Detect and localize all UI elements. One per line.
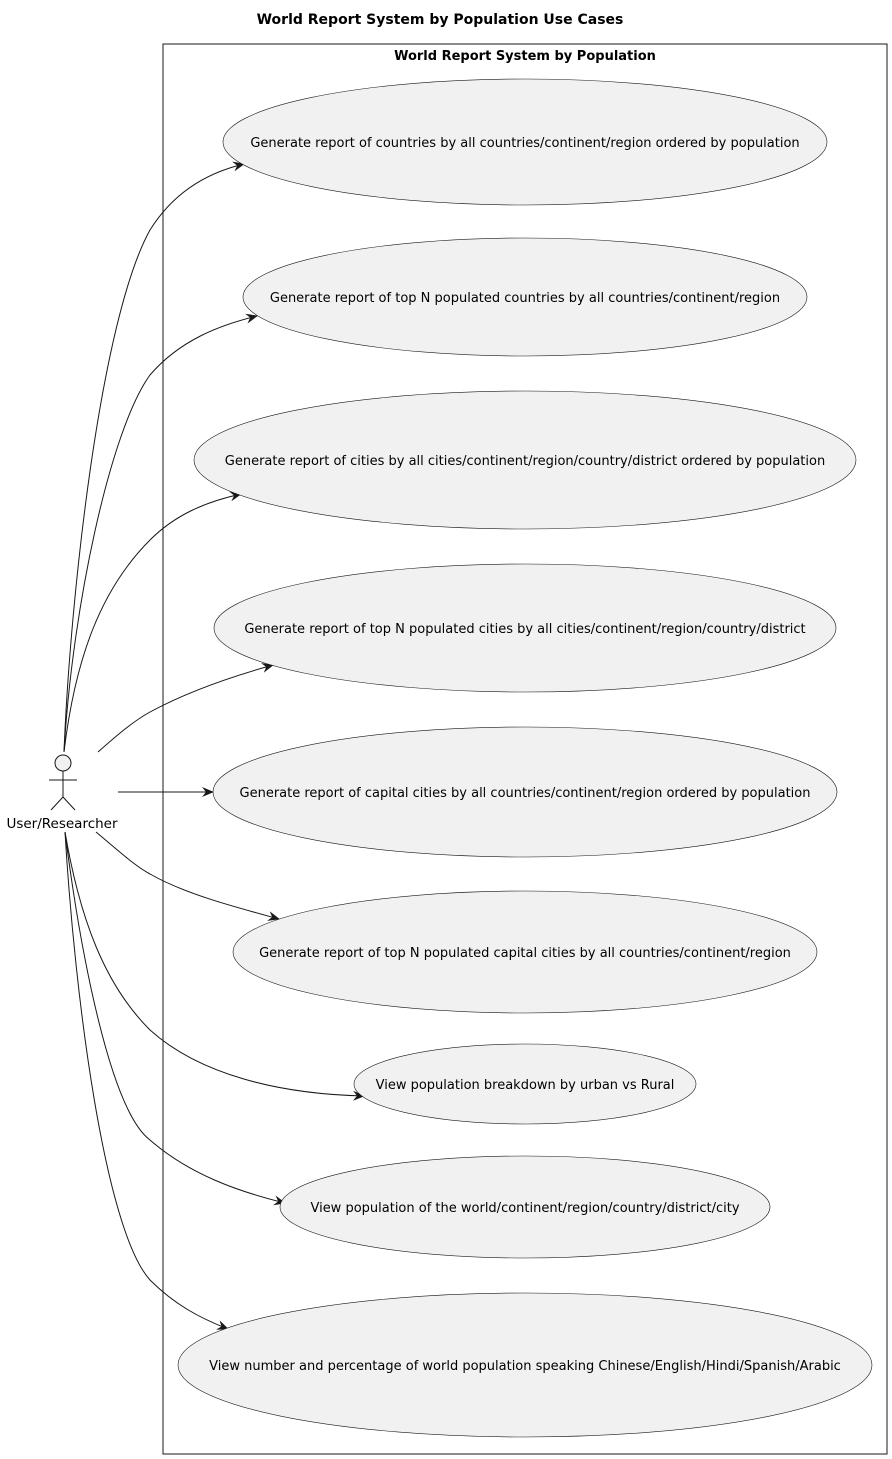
use-case-ellipse: [212, 726, 838, 858]
use-case-ellipse: [232, 890, 818, 1014]
use-case-ellipse: [213, 563, 837, 693]
association-links: [63, 161, 365, 1330]
use-case-ellipse: [177, 1292, 873, 1438]
use-case: Generate report of countries by all coun…: [222, 78, 828, 206]
association-arrow: [64, 831, 229, 1330]
diagram-title: World Report System by Population Use Ca…: [257, 12, 624, 28]
use-case: Generate report of top N populated count…: [242, 237, 808, 357]
association-arrow: [64, 831, 365, 1101]
association-arrow: [97, 663, 274, 753]
use-case: Generate report of top N populated citie…: [213, 563, 837, 693]
use-case: Generate report of cities by all cities/…: [193, 390, 857, 530]
use-case-label: Generate report of capital cities by all…: [240, 786, 811, 801]
use-case-label: Generate report of countries by all coun…: [250, 136, 799, 151]
system-boundary: [162, 43, 888, 1455]
use-case-list: Generate report of countries by all coun…: [177, 78, 873, 1438]
association-arrow: [63, 491, 242, 753]
use-case-label: Generate report of top N populated capit…: [259, 946, 791, 961]
use-case-label: Generate report of top N populated count…: [270, 291, 780, 306]
use-case: View population of the world/continent/r…: [279, 1155, 771, 1259]
association-arrow: [95, 831, 280, 921]
use-case-label: Generate report of top N populated citie…: [244, 622, 805, 637]
use-case-label: Generate report of cities by all cities/…: [225, 454, 825, 469]
use-case-label: View population breakdown by urban vs Ru…: [376, 1078, 675, 1093]
actor-label: User/Researcher: [6, 816, 118, 832]
use-case-ellipse: [193, 390, 857, 530]
use-case: Generate report of top N populated capit…: [232, 890, 818, 1014]
use-case: View number and percentage of world popu…: [177, 1292, 873, 1438]
system-boundary-label: World Report System by Population: [394, 49, 656, 64]
use-case-label: View population of the world/continent/r…: [310, 1201, 739, 1216]
association-arrow: [63, 161, 245, 753]
use-case-label: View number and percentage of world popu…: [209, 1359, 841, 1374]
use-case-ellipse: [279, 1155, 771, 1259]
use-case-ellipse: [242, 237, 808, 357]
use-case: Generate report of capital cities by all…: [212, 726, 838, 858]
use-case-ellipse: [222, 78, 828, 206]
association-arrow: [63, 313, 258, 753]
use-case-ellipse: [353, 1043, 697, 1125]
use-case: View population breakdown by urban vs Ru…: [353, 1043, 697, 1125]
stick-figure-actor-icon: [49, 754, 77, 811]
association-arrow: [64, 831, 286, 1206]
